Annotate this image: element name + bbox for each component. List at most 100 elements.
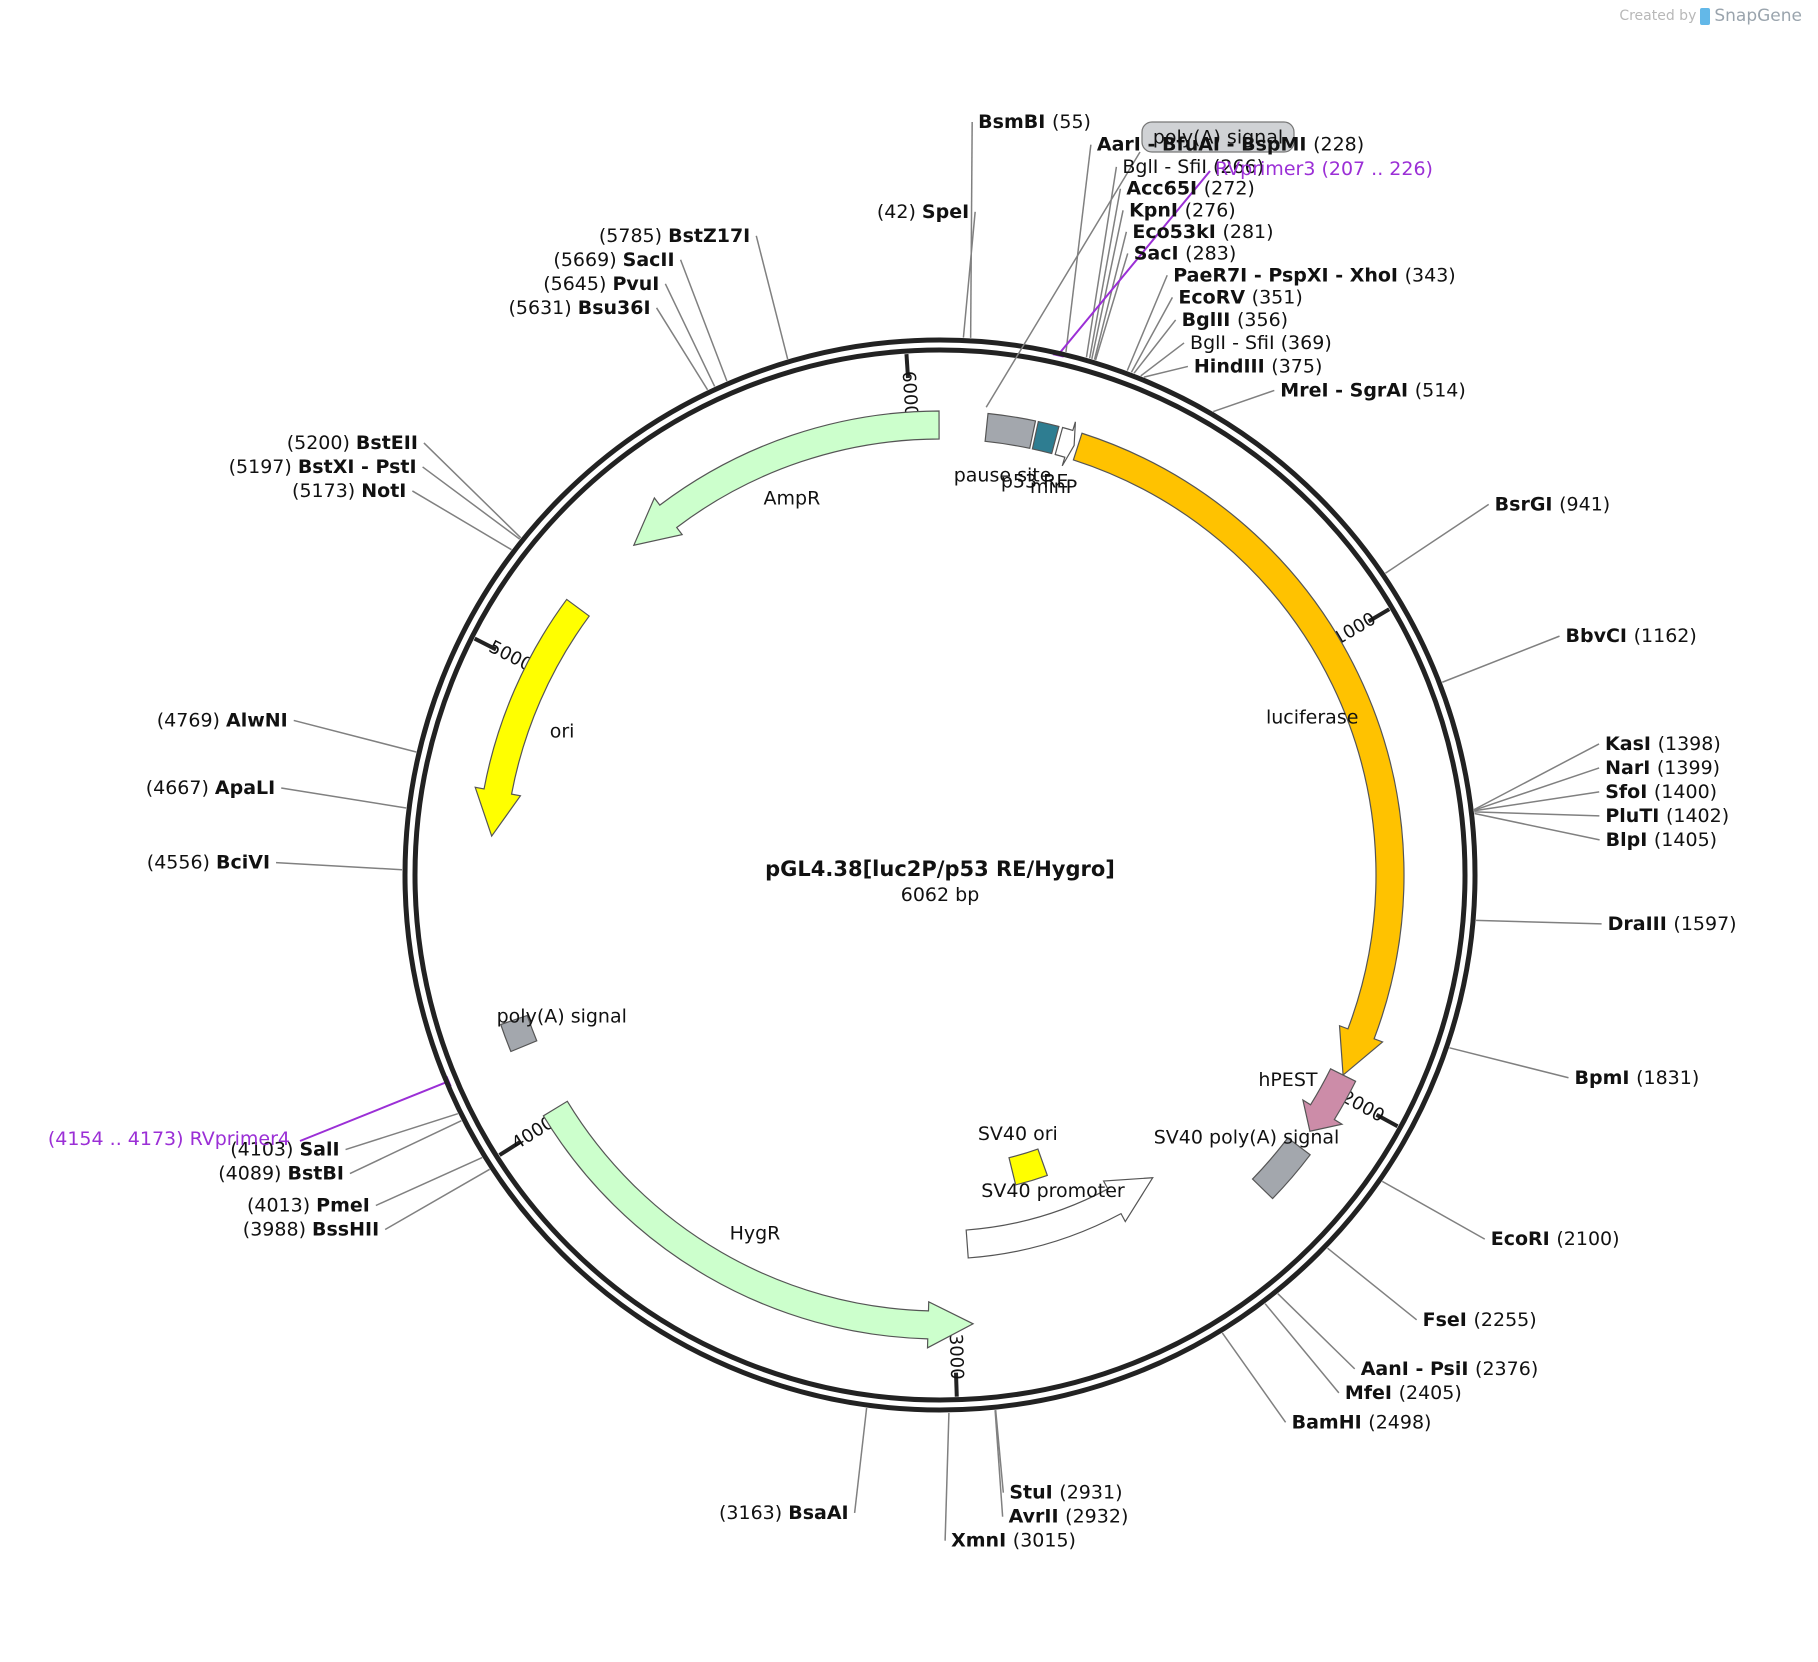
site-kpni[interactable]: KpnI (276): [1129, 199, 1236, 221]
site-bsshii[interactable]: (3988) BssHII: [243, 1218, 379, 1240]
site-pvui[interactable]: (5645) PvuI: [543, 273, 659, 295]
site-bsteii[interactable]: (5200) BstEII: [287, 432, 418, 454]
site-name: ApaLI: [215, 777, 275, 799]
site-bgli-sfii[interactable]: BglI - SfiI (266): [1122, 156, 1264, 178]
feature-hpest[interactable]: [1302, 1068, 1357, 1132]
site-bglii[interactable]: BglII (356): [1182, 309, 1288, 331]
site-bstz17i[interactable]: (5785) BstZ17I: [599, 225, 750, 247]
site-position: (375): [1271, 355, 1322, 377]
feature-label-sv40-polya-signal: SV40 poly(A) signal: [1154, 1127, 1340, 1149]
site-position: (1398): [1658, 733, 1721, 755]
site-pmei[interactable]: (4013) PmeI: [247, 1194, 370, 1216]
site-bsu36i[interactable]: (5631) Bsu36I: [509, 297, 651, 319]
site-noti[interactable]: (5173) NotI: [292, 480, 406, 502]
site-mfei[interactable]: MfeI (2405): [1345, 1382, 1462, 1404]
site-bgli-sfii[interactable]: BglI - SfiI (369): [1190, 332, 1332, 354]
leader-bsteii: [423, 442, 522, 539]
feature-ori[interactable]: [474, 598, 591, 838]
site-position: (5197): [229, 456, 298, 478]
feature-label-pause-site: pause site: [954, 464, 1052, 486]
site-name: MreI - SgrAI: [1280, 379, 1414, 401]
site-position: (5200): [287, 432, 356, 454]
snapgene-credit: Created by SnapGene: [1619, 6, 1802, 26]
leader-pvui: [664, 283, 716, 387]
credit-prefix: Created by: [1619, 8, 1697, 24]
leader-kpni: [1091, 210, 1124, 360]
callout-label: poly(A) signal: [1153, 127, 1283, 149]
site-name: BssHII: [312, 1218, 379, 1240]
feature-hygr[interactable]: [542, 1100, 975, 1349]
leader-mfei: [1264, 1303, 1340, 1394]
leader-avrii: [994, 1410, 1004, 1517]
site-position: (5669): [553, 249, 622, 271]
feature-label-p53-re: p53 RE: [1001, 471, 1068, 493]
site-sacii[interactable]: (5669) SacII: [553, 249, 674, 271]
site-position: (5645): [543, 273, 612, 295]
site-xmni[interactable]: XmnI (3015): [951, 1530, 1076, 1552]
site-aari-bfuai-bspmi[interactable]: AarI - BfuAI - BspMI (228): [1097, 134, 1364, 156]
site-name: BglI - SfiI: [1190, 332, 1281, 354]
site-mrei-sgrai[interactable]: MreI - SgrAI (514): [1280, 379, 1466, 401]
site-bsrgi[interactable]: BsrGI (941): [1495, 493, 1611, 515]
feature-pause-site[interactable]: [984, 412, 1037, 450]
site-ecorv[interactable]: EcoRV (351): [1178, 286, 1302, 308]
site-sfoi[interactable]: SfoI (1400): [1605, 781, 1717, 803]
site-position: (356): [1237, 309, 1288, 331]
tick-mark: [904, 353, 911, 379]
site-bsaai[interactable]: (3163) BsaAI: [719, 1502, 849, 1524]
site-aani-psii[interactable]: AanI - PsiI (2376): [1361, 1358, 1539, 1380]
site-draiii[interactable]: DraIII (1597): [1608, 913, 1737, 935]
site-name: SfoI: [1605, 781, 1654, 803]
site-fsei[interactable]: FseI (2255): [1423, 1309, 1537, 1331]
site-hindiii[interactable]: HindIII (375): [1194, 355, 1322, 377]
site-bstbi[interactable]: (4089) BstBI: [218, 1163, 344, 1185]
feature-sv40-ori[interactable]: [1008, 1148, 1049, 1186]
leader-bstbi: [349, 1119, 462, 1175]
feature-minp[interactable]: [1054, 421, 1076, 467]
leader-sali: [345, 1112, 459, 1151]
site-bcivi[interactable]: (4556) BciVI: [147, 852, 270, 874]
leader-bsaai: [853, 1407, 868, 1514]
primer-rvprimer4[interactable]: (4154 .. 4173) RVprimer4: [48, 1128, 290, 1150]
site-blpi[interactable]: BlpI (1405): [1606, 829, 1717, 851]
site-apali[interactable]: (4667) ApaLI: [146, 777, 276, 799]
feature-ampr[interactable]: [632, 410, 940, 547]
site-name: BsmBI: [978, 111, 1052, 133]
feature-label-ampr: AmpR: [764, 488, 821, 510]
site-spei[interactable]: (42) SpeI: [877, 201, 969, 223]
site-position: (514): [1415, 379, 1466, 401]
site-name: BpmI: [1574, 1067, 1636, 1089]
site-bstxi-psti[interactable]: (5197) BstXI - PstI: [229, 456, 417, 478]
leader-bstz17i: [755, 235, 789, 360]
site-name: NotI: [361, 480, 406, 502]
site-saci[interactable]: SacI (283): [1134, 242, 1237, 264]
plasmid-backbone: [402, 337, 1478, 1413]
site-paer7i-pspxi-xhoi[interactable]: PaeR7I - PspXI - XhoI (343): [1173, 264, 1456, 286]
primer-rvprimer3[interactable]: RVprimer3 (207 .. 226): [1215, 158, 1433, 180]
site-bpmi[interactable]: BpmI (1831): [1574, 1067, 1699, 1089]
site-stui[interactable]: StuI (2931): [1009, 1482, 1122, 1504]
site-pluti[interactable]: PluTI (1402): [1605, 805, 1729, 827]
site-alwni[interactable]: (4769) AlwNI: [157, 709, 288, 731]
leader-xmni: [944, 1412, 950, 1541]
site-kasi[interactable]: KasI (1398): [1605, 733, 1721, 755]
site-eco53ki[interactable]: Eco53kI (281): [1132, 221, 1273, 243]
feature-p53-re[interactable]: [1031, 420, 1060, 455]
site-sali[interactable]: (4103) SalI: [230, 1139, 339, 1161]
site-name: BstXI - PstI: [298, 456, 417, 478]
feature-sv40-promoter[interactable]: [965, 1177, 1154, 1259]
site-avrii[interactable]: AvrII (2932): [1009, 1506, 1129, 1528]
site-acc65i[interactable]: Acc65I (272): [1126, 178, 1254, 200]
site-name: Bsu36I: [578, 297, 651, 319]
feature-sv40-polya-signal[interactable]: [1251, 1137, 1311, 1200]
site-bsmbi[interactable]: BsmBI (55): [978, 111, 1091, 133]
site-position: (2498): [1368, 1411, 1431, 1433]
site-nari[interactable]: NarI (1399): [1605, 757, 1720, 779]
feature-polya-signal-left[interactable]: [499, 1014, 538, 1053]
site-bamhi[interactable]: BamHI (2498): [1292, 1411, 1432, 1433]
site-ecori[interactable]: EcoRI (2100): [1491, 1228, 1620, 1250]
site-bbvci[interactable]: BbvCI (1162): [1566, 625, 1697, 647]
leader-mrei-sgrai: [1213, 389, 1275, 413]
site-name: MfeI: [1345, 1382, 1399, 1404]
feature-luciferase[interactable]: [1072, 432, 1405, 1077]
